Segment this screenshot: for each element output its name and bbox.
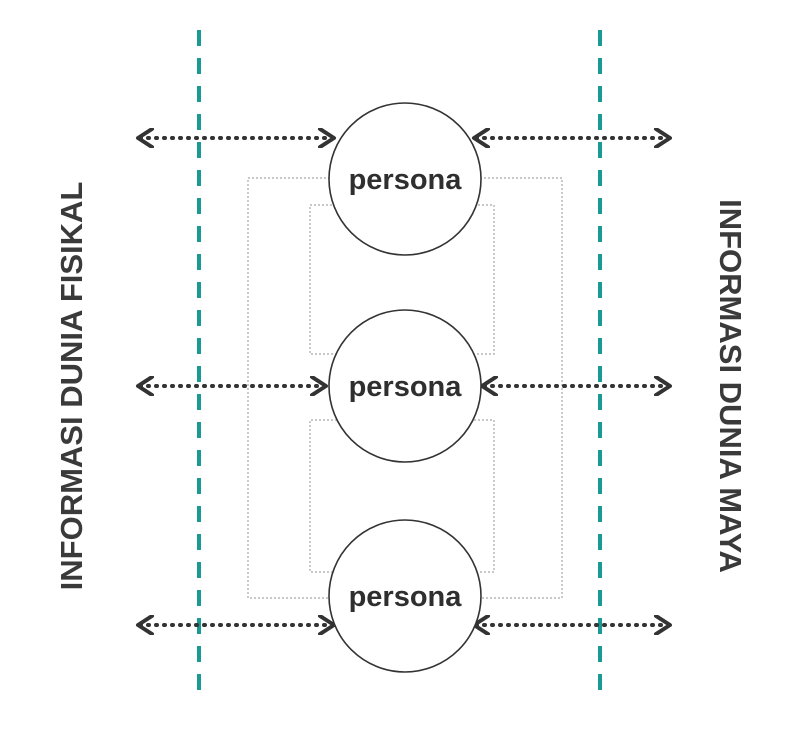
- persona-label: persona: [349, 164, 463, 196]
- persona-label: persona: [349, 581, 463, 613]
- connector-upper: [309, 204, 495, 355]
- persona-circle: [328, 309, 482, 463]
- persona-node-middle: persona: [328, 309, 482, 463]
- arrows: [140, 138, 668, 625]
- persona-circle: [328, 102, 482, 256]
- persona-node-top: persona: [328, 102, 482, 256]
- right-side-label: INFORMASI DUNIA MAYA: [713, 199, 748, 573]
- left-side-label: INFORMASI DUNIA FISIKAL: [54, 182, 89, 591]
- connector-lower: [309, 419, 495, 573]
- persona-label: persona: [349, 371, 463, 403]
- persona-node-bottom: persona: [328, 519, 482, 673]
- persona-circle: [328, 519, 482, 673]
